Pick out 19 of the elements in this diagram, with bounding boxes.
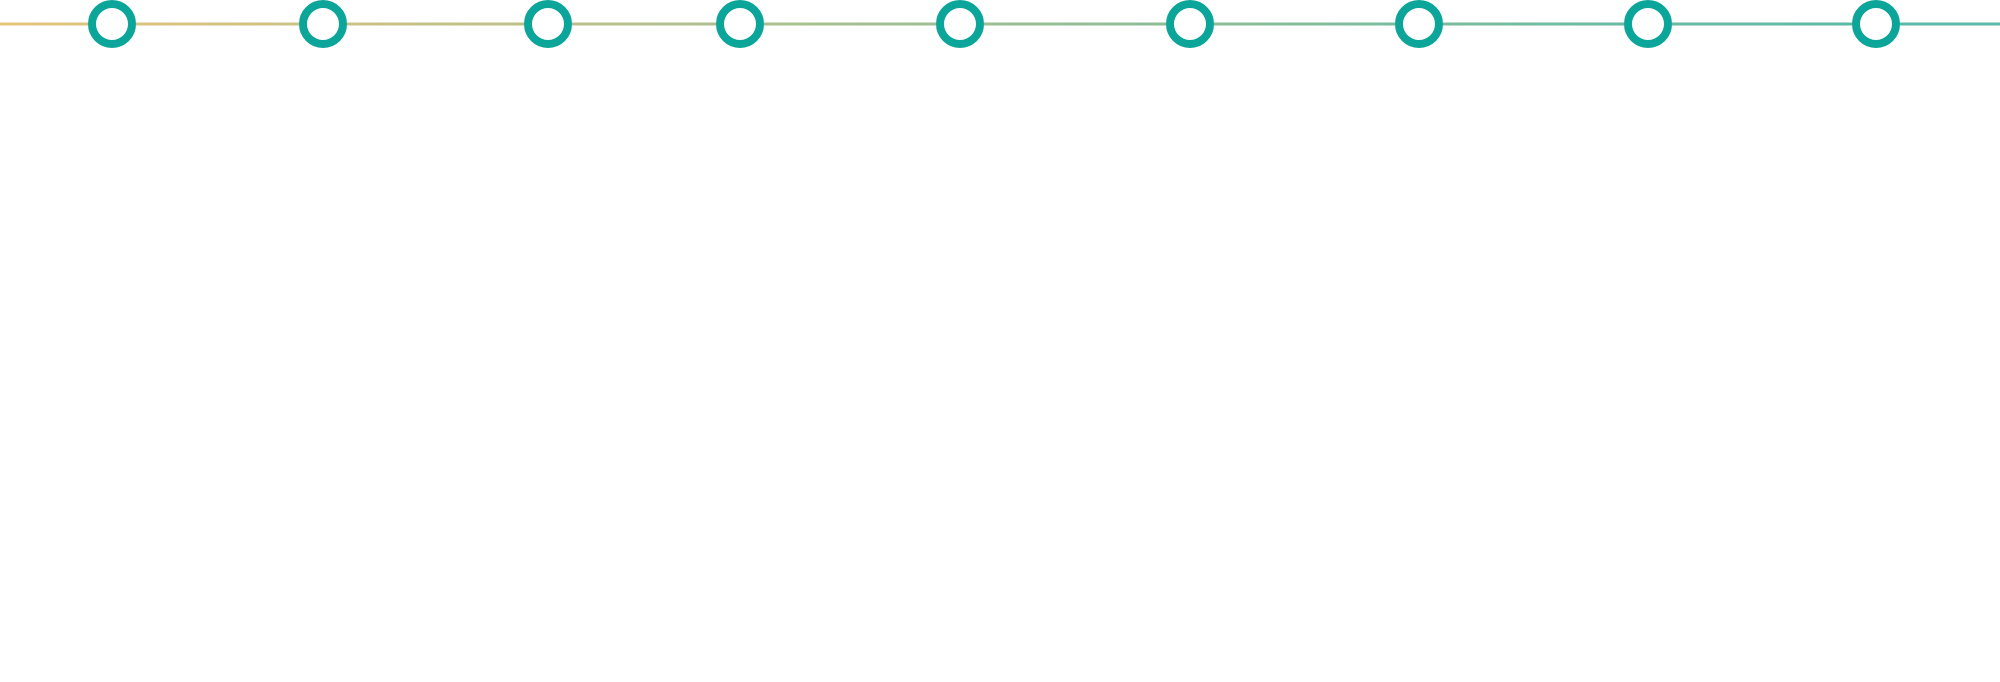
connector-line — [572, 22, 716, 26]
timeline-marker — [936, 0, 984, 48]
connector-line — [347, 22, 524, 26]
connector-line — [764, 22, 936, 26]
timeline-marker — [1624, 0, 1672, 48]
connector-line — [984, 22, 1166, 26]
timeline-marker — [524, 0, 572, 48]
timeline-marker — [88, 0, 136, 48]
connector-line — [1900, 22, 2000, 26]
connector-line — [0, 22, 88, 26]
connector-line — [1443, 22, 1624, 26]
connector-line — [136, 22, 299, 26]
timeline-marker — [716, 0, 764, 48]
timeline-marker — [1166, 0, 1214, 48]
connector-line — [1672, 22, 1852, 26]
timeline-marker — [1395, 0, 1443, 48]
connector-line — [1214, 22, 1395, 26]
timeline-marker — [1852, 0, 1900, 48]
timeline-marker — [299, 0, 347, 48]
